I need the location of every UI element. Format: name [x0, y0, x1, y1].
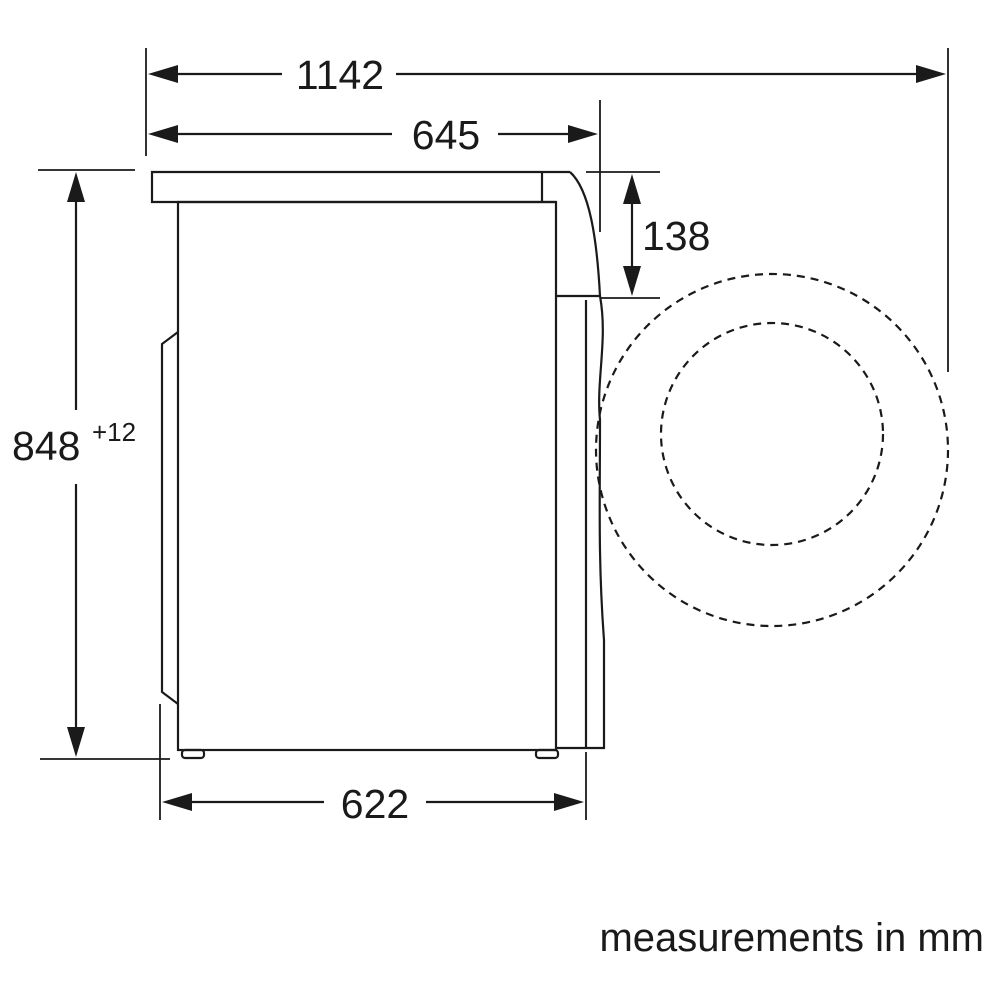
dimension-overall-depth: 1142 [148, 52, 946, 98]
dimension-label-body-depth: 645 [412, 112, 480, 158]
machine-body [176, 200, 558, 752]
machine-side-view [150, 170, 950, 760]
dimension-label-height-tolerance: +12 [92, 417, 136, 447]
dimension-label-base-depth: 622 [341, 781, 409, 827]
dimension-body-depth: 645 [148, 112, 598, 158]
machine-back-bracket [160, 331, 179, 705]
door-swing-outer [594, 272, 950, 628]
machine-foot-rear [180, 748, 206, 760]
machine-door-front [556, 295, 606, 750]
machine-worktop [150, 170, 570, 204]
dimension-label-overall-depth: 1142 [296, 52, 384, 98]
dimension-top-offset: 138 [623, 174, 710, 296]
dimension-base-depth: 622 [162, 781, 584, 827]
door-swing-inner [659, 321, 885, 547]
dimension-label-height: 848 [12, 423, 80, 469]
dimension-height: 848 +12 [12, 172, 136, 757]
machine-front-top-curve [569, 171, 602, 297]
dimension-label-top-offset: 138 [642, 213, 710, 259]
machine-foot-front [534, 748, 560, 760]
units-caption: measurements in mm [599, 916, 984, 960]
